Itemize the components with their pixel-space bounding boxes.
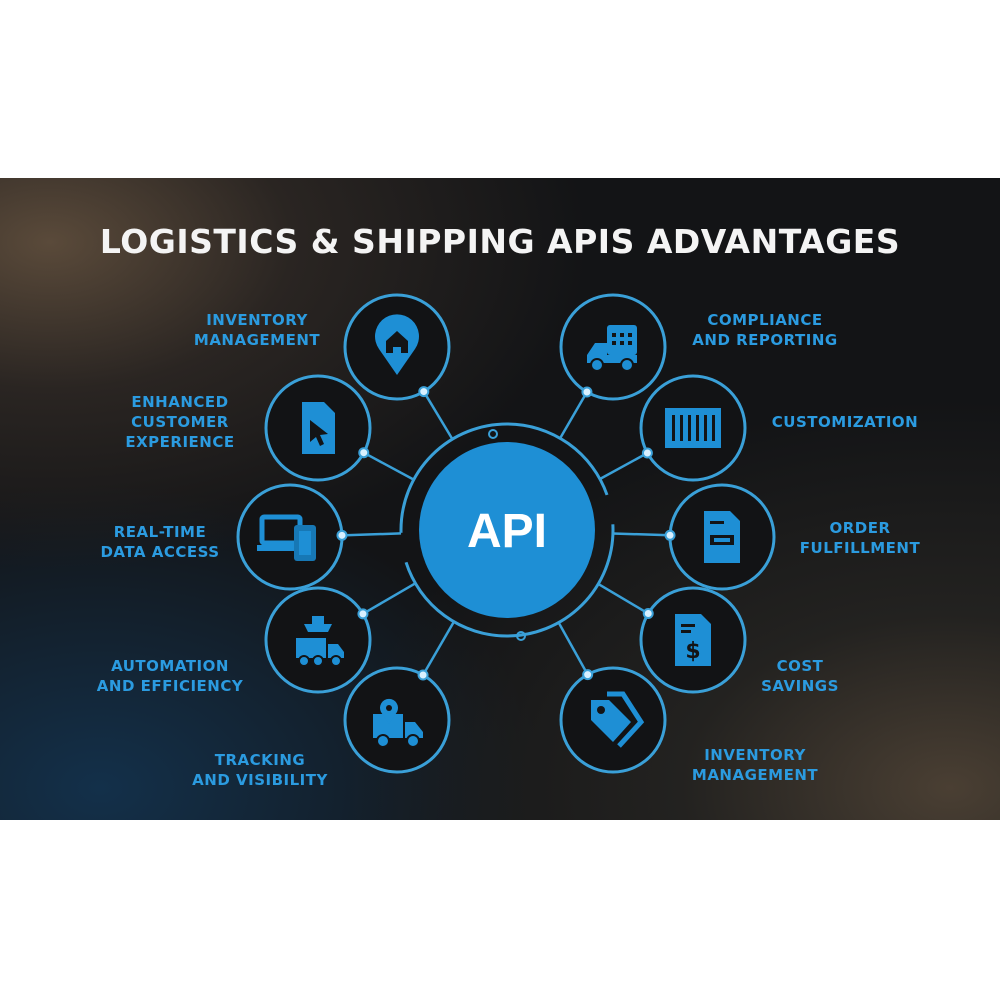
label-line: INVENTORY [206, 311, 308, 329]
connector-line [421, 621, 455, 676]
connector-dot [642, 608, 654, 620]
infographic-panel: $ API LOGISTICS & SHIPPING APIS ADVANTAGE… [0, 178, 1000, 820]
connector-line [599, 451, 649, 481]
label-line: CUSTOMIZATION [771, 413, 919, 431]
connector-dot [358, 447, 370, 459]
hub-ring-dot [516, 631, 526, 641]
document-cursor-icon [302, 402, 335, 454]
label-line: MANAGEMENT [691, 766, 819, 784]
label-left-4: TRACKING AND VISIBILITY [192, 750, 328, 790]
node-right-3[interactable]: $ [597, 582, 747, 694]
label-line: FULFILLMENT [799, 539, 921, 557]
connector-line [363, 451, 415, 481]
node-left-0[interactable] [343, 293, 454, 440]
label-right-2: ORDER FULFILLMENT [800, 518, 920, 558]
connector-dot [664, 529, 676, 541]
label-line: SAVINGS [761, 677, 839, 695]
location-home-icon [375, 314, 420, 375]
label-line: AND VISIBILITY [192, 771, 328, 789]
price-tags-icon [591, 691, 645, 748]
delivery-truck-pin-icon [373, 698, 423, 748]
connector-dot [641, 447, 653, 459]
page-title: LOGISTICS & SHIPPING APIS ADVANTAGES [99, 222, 901, 261]
node-left-3[interactable] [264, 582, 417, 694]
label-left-2: REAL-TIME DATA ACCESS [100, 522, 219, 562]
laptop-mobile-icon [257, 514, 316, 561]
node-right-0[interactable] [559, 293, 667, 439]
label-left-3: AUTOMATION AND EFFICIENCY [97, 656, 243, 696]
node-left-1[interactable] [264, 374, 415, 482]
order-document-icon [704, 511, 740, 563]
hub-ring-dot [488, 429, 498, 439]
label-line: COST [776, 657, 824, 675]
connector-line [559, 391, 589, 439]
connector-line [422, 390, 454, 440]
label-line: AND EFFICIENCY [96, 677, 244, 695]
label-line: TRACKING [214, 751, 306, 769]
connector-dot [418, 386, 430, 398]
container-icon [665, 408, 721, 448]
api-circle [419, 442, 595, 618]
label-line: INVENTORY [704, 746, 806, 764]
node-right-2[interactable] [612, 483, 776, 591]
label-line: REAL-TIME [113, 523, 207, 541]
connector-dot [582, 669, 594, 681]
connector-line [362, 582, 417, 615]
api-hub [399, 422, 615, 641]
label-line: CUSTOMER [131, 413, 229, 431]
label-line: AND REPORTING [692, 331, 838, 349]
label-left-1: ENHANCED CUSTOMER EXPERIENCE [125, 392, 234, 452]
node-circle [236, 483, 344, 591]
connector-line [341, 532, 402, 537]
label-right-0: COMPLIANCE AND REPORTING [692, 310, 837, 350]
label-line: EXPERIENCE [125, 433, 235, 451]
label-right-4: INVENTORY MANAGEMENT [692, 745, 818, 785]
label-line: AUTOMATION [111, 657, 229, 675]
hub-outer-ring [399, 422, 615, 638]
connector-line [597, 582, 649, 615]
node-right-4[interactable] [557, 621, 667, 774]
api-diagram: $ API [236, 293, 776, 774]
connector-line [557, 621, 589, 676]
connector-line [612, 532, 671, 537]
label-right-3: COST SAVINGS [761, 656, 839, 696]
label-line: COMPLIANCE [707, 311, 823, 329]
label-right-1: CUSTOMIZATION [772, 412, 918, 432]
invoice-dollar-icon: $ [675, 614, 711, 666]
node-left-4[interactable] [343, 621, 455, 774]
ship-truck-icon [296, 616, 344, 667]
label-line: ORDER [829, 519, 891, 537]
api-label: API [467, 505, 547, 558]
connector-dot [357, 608, 369, 620]
connector-dot [336, 529, 348, 541]
truck-calendar-icon [587, 325, 637, 372]
node-left-2[interactable] [236, 483, 402, 591]
label-left-0: INVENTORY MANAGEMENT [194, 310, 320, 350]
connector-dot [417, 669, 429, 681]
connector-dot [581, 386, 593, 398]
svg-text:$: $ [685, 639, 700, 664]
node-right-1[interactable] [599, 374, 747, 482]
label-line: ENHANCED [131, 393, 229, 411]
label-line: MANAGEMENT [193, 331, 321, 349]
label-line: DATA ACCESS [100, 543, 220, 561]
